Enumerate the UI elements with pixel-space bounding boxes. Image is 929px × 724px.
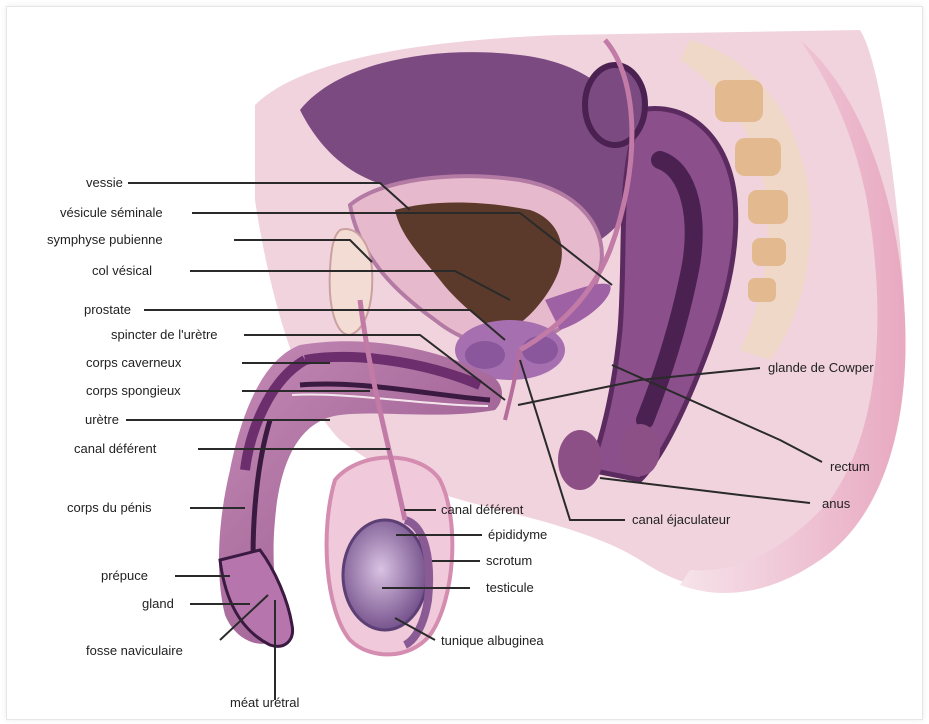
label-corps-du-penis: corps du pénis [67,500,152,515]
label-uretre: urètre [85,412,119,427]
pubic-bone [330,229,373,335]
label-scrotum: scrotum [486,553,532,568]
label-anus: anus [822,496,851,511]
label-corps-spongieux: corps spongieux [86,383,181,398]
label-symphyse-pubienne: symphyse pubienne [47,232,163,247]
label-vessie: vessie [86,175,123,190]
label-corps-caverneux: corps caverneux [86,355,182,370]
label-prepuce: prépuce [101,568,148,583]
testicle [343,520,427,630]
glans [220,550,293,646]
label-tunique-albuginea: tunique albuginea [441,633,544,648]
label-epididyme: épididyme [488,527,547,542]
label-canal-ejaculateur: canal éjaculateur [632,512,731,527]
label-testicule: testicule [486,580,534,595]
label-prostate: prostate [84,302,131,317]
label-fosse-naviculaire: fosse naviculaire [86,643,183,658]
label-gland: gland [142,596,174,611]
label-meat-uretral: méat urétral [230,695,299,710]
label-rectum: rectum [830,459,870,474]
label-canal-deferent-left: canal déférent [74,441,157,456]
label-spincter: spincter de l'urètre [111,327,218,342]
label-vesicule-seminale: vésicule séminale [60,205,163,220]
label-glande-de-cowper: glande de Cowper [768,360,874,375]
label-canal-deferent-right: canal déférent [441,502,524,517]
label-col-vesical: col vésical [92,263,152,278]
